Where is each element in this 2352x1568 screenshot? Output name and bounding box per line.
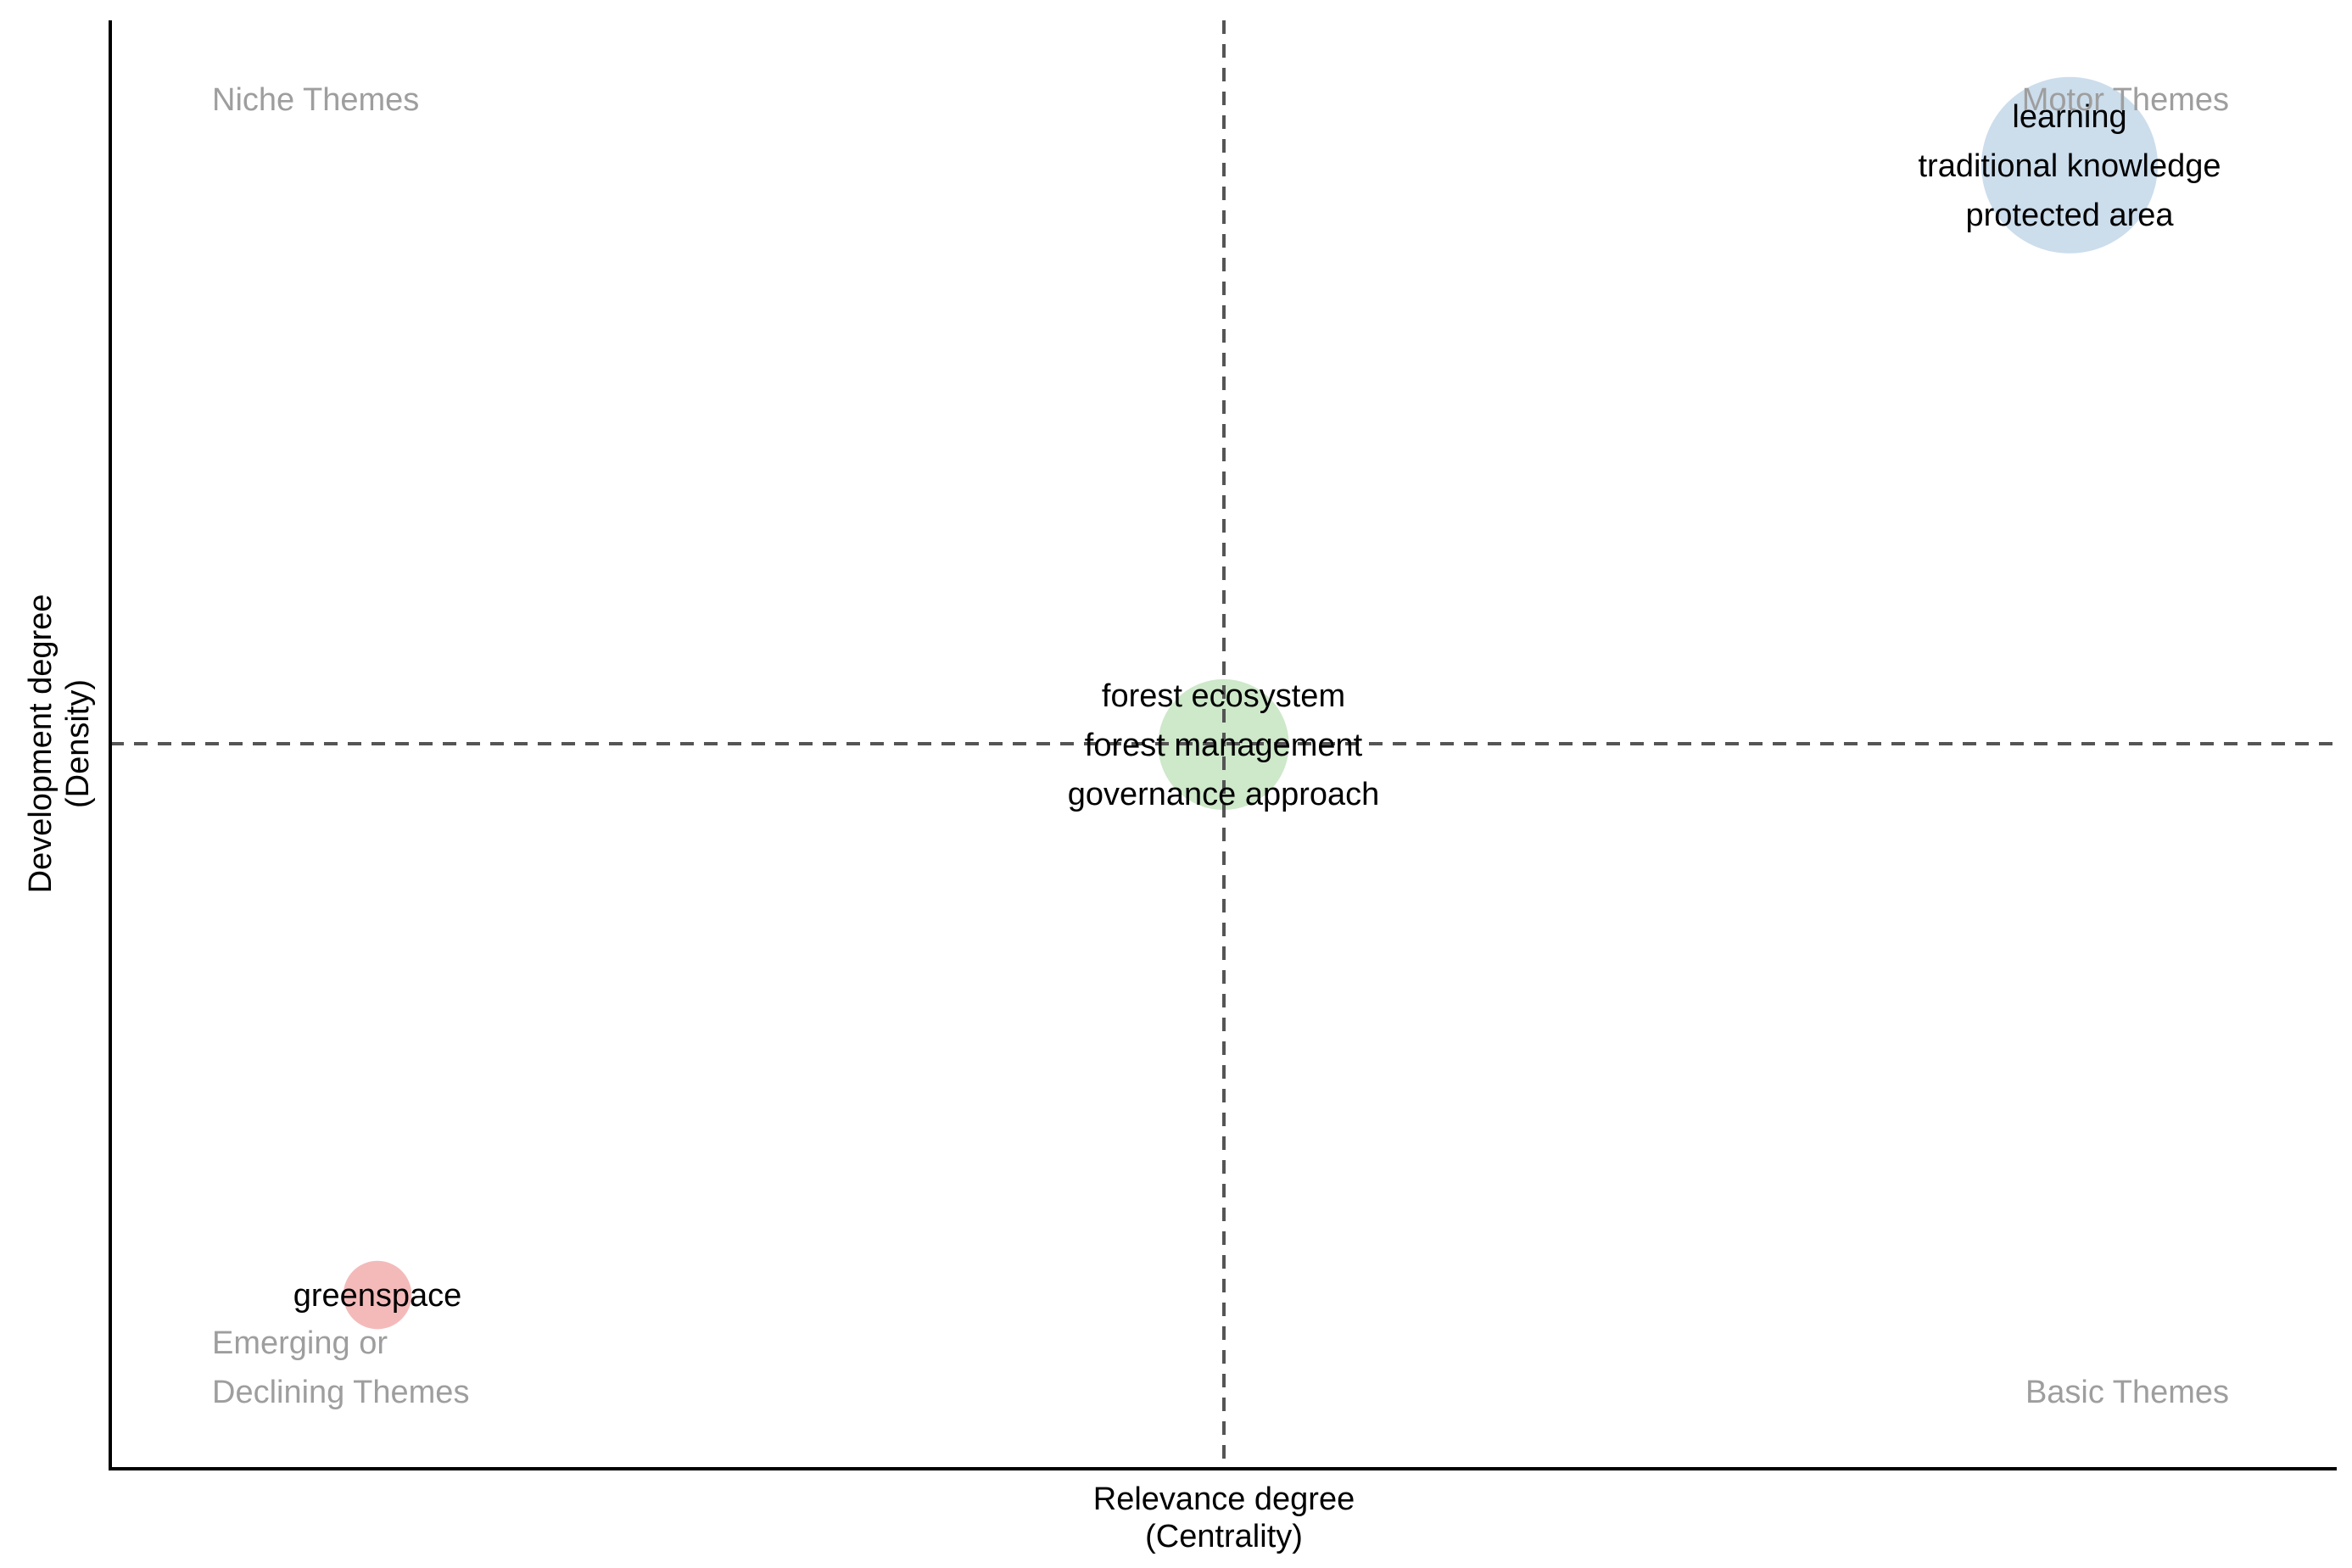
cluster-bubble-1: [1981, 76, 2158, 254]
y-axis-title-line1: Development degree: [23, 594, 59, 894]
quadrant-label-basic: Basic Themes: [2025, 1375, 2229, 1410]
cluster-2-label-3: governance approach: [1068, 777, 1380, 812]
cluster-1-label-3: protected area: [1965, 198, 2174, 233]
y-axis-title-line2: (Density): [60, 679, 96, 808]
quadrant-label-niche: Niche Themes: [212, 82, 419, 118]
cluster-2-label-1: forest ecosystem: [1102, 678, 1345, 714]
cluster-2-label-2: forest management: [1085, 728, 1363, 763]
quadrant-label-motor: Motor Themes: [2022, 82, 2229, 118]
quadrant-label-emerging-line1: Emerging or: [212, 1325, 388, 1361]
cluster-1-label-1: learning: [2012, 99, 2126, 135]
x-axis-title-line1: Relevance degree: [1093, 1482, 1355, 1517]
quadrant-label-emerging-line2: Declining Themes: [212, 1375, 469, 1410]
cluster-labels: learning traditional knowledge protected a…: [293, 99, 2221, 1314]
cluster-3-label-1: greenspace: [293, 1278, 462, 1314]
cluster-1-label-2: traditional knowledge: [1918, 148, 2221, 184]
x-axis-title-line2: (Centrality): [1145, 1519, 1303, 1554]
cluster-bubble-3: [343, 1260, 412, 1330]
